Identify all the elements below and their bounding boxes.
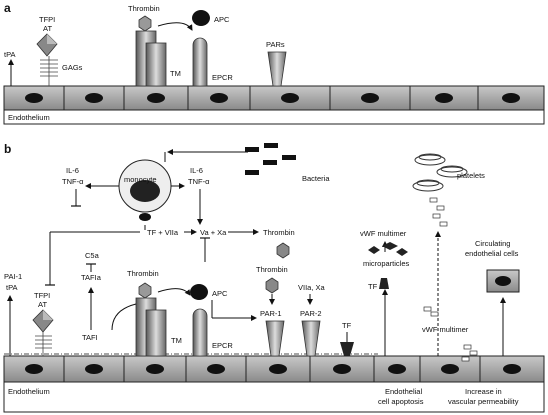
circulating-label-1: Circulating: [475, 239, 510, 248]
endothelium-cells-b: [3, 355, 545, 413]
cell-nucleus: [435, 93, 453, 103]
at-label-a: AT: [43, 24, 52, 33]
cell-nucleus: [207, 364, 225, 374]
thrombin-recep-label: Thrombin: [127, 269, 159, 278]
tf-viia-label: TF + VIIa: [147, 228, 179, 237]
cell-nucleus: [210, 93, 228, 103]
tfpi-label-b: TFPI: [34, 291, 50, 300]
tfpi-at-diamond-a: [36, 33, 58, 57]
vwf-multimer-top-label: vWF multimer: [360, 229, 407, 238]
circulating-endothelial-cell: [486, 269, 520, 293]
thrombin-hexagon-a: [138, 15, 152, 32]
cell-nucleus: [281, 93, 299, 103]
par2-receptor: [301, 320, 321, 357]
tfpi-at-diamond-b: [32, 309, 54, 333]
cell-nucleus: [25, 93, 43, 103]
tnf-right-label: TNF-α: [188, 177, 210, 186]
endothelium-label-b: Endothelium: [8, 387, 50, 396]
tf-cell-label: TF: [342, 321, 352, 330]
permeability-particles: [461, 344, 478, 362]
vwf-chain: [429, 197, 448, 227]
tafi-label: TAFI: [82, 333, 98, 342]
platelets-label: platelets: [457, 171, 485, 180]
tf-micro-label: TF: [368, 282, 378, 291]
vwf-multimer-bottom-label: vWF multimer: [422, 325, 469, 334]
il6-right-label: IL-6: [190, 166, 203, 175]
cell-nucleus: [85, 93, 103, 103]
cell-nucleus: [147, 93, 165, 103]
endothelium-label-a: Endothelium: [8, 113, 50, 122]
cell-nucleus: [333, 364, 351, 374]
thrombin-mid-label: Thrombin: [256, 265, 288, 274]
pai1-label: PAI-1: [4, 272, 22, 281]
pars-label-a: PARs: [266, 40, 285, 49]
cell-nucleus: [388, 364, 406, 374]
thrombomodulin-receptor-b: [135, 297, 167, 357]
epcr-receptor-a: [192, 37, 208, 87]
pars-receptor-a: [267, 51, 287, 87]
cell-nucleus: [85, 364, 103, 374]
bacteria-icons: [245, 143, 296, 175]
apc-oval-a: [192, 10, 210, 26]
gags-glycocalyx-a: [40, 56, 58, 86]
par2-label: PAR-2: [300, 309, 322, 318]
endothelium-cells-a: [3, 85, 545, 125]
vwf-diamonds: [368, 242, 408, 256]
permeability-label-1: Increase in: [465, 387, 502, 396]
il6-left-label: IL-6: [66, 166, 79, 175]
par1-label: PAR-1: [260, 309, 282, 318]
monocyte-label: monocyte: [124, 175, 157, 184]
tnf-left-label: TNF-α: [62, 177, 84, 186]
gags-label-a: GAGs: [62, 63, 83, 72]
bacteria-label: Bacteria: [302, 174, 330, 183]
tm-label-b: TM: [171, 336, 182, 345]
thrombomodulin-receptor-a: [135, 30, 167, 87]
circulating-label-2: endothelial cells: [465, 249, 519, 258]
tpa-label-b: tPA: [6, 283, 18, 292]
apc-oval-b: [190, 284, 208, 300]
panel-a-letter: a: [4, 1, 11, 15]
tf-receptor: [340, 332, 354, 356]
tpa-label-a: tPA: [4, 50, 16, 59]
microparticle-icon: [379, 278, 389, 289]
cell-nucleus: [146, 364, 164, 374]
apc-label-a: APC: [214, 15, 230, 24]
platelet-icons: [412, 153, 468, 192]
cell-nucleus: [361, 93, 379, 103]
cell-nucleus: [441, 364, 459, 374]
tm-label-a: TM: [170, 69, 181, 78]
par1-receptor: [265, 320, 285, 357]
cell-nucleus: [503, 364, 521, 374]
epcr-receptor-b: [192, 308, 208, 357]
thrombin-hexagon-b: [138, 282, 152, 299]
va-xa-label: Va + Xa: [200, 228, 227, 237]
thrombin-top-hexagon: [276, 242, 290, 259]
monocyte-cell: [118, 159, 172, 221]
gags-glycocalyx-b: [35, 332, 52, 356]
microparticles-label: microparticles: [363, 259, 410, 268]
cell-nucleus: [25, 364, 43, 374]
apoptosis-label-2: cell apoptosis: [378, 397, 424, 406]
permeability-label-2: vascular permeability: [448, 397, 519, 406]
c5a-label: C5a: [85, 251, 100, 260]
tfpi-label-a: TFPI: [39, 15, 55, 24]
thrombin-mid-hexagon: [265, 277, 279, 294]
epcr-label-a: EPCR: [212, 73, 233, 82]
thrombin-label-a: Thrombin: [128, 4, 160, 13]
vwf-bottom-chain: [423, 306, 439, 317]
tafia-label: TAFIa: [81, 273, 102, 282]
apc-label-b: APC: [212, 289, 228, 298]
at-label-b: AT: [38, 300, 47, 309]
cell-nucleus: [269, 364, 287, 374]
panel-b-letter: b: [4, 142, 11, 156]
viia-xa-label: VIIa, Xa: [298, 283, 326, 292]
apoptosis-label-1: Endothelial: [385, 387, 422, 396]
cell-nucleus: [502, 93, 520, 103]
epcr-label-b: EPCR: [212, 341, 233, 350]
thrombin-top-label: Thrombin: [263, 228, 295, 237]
